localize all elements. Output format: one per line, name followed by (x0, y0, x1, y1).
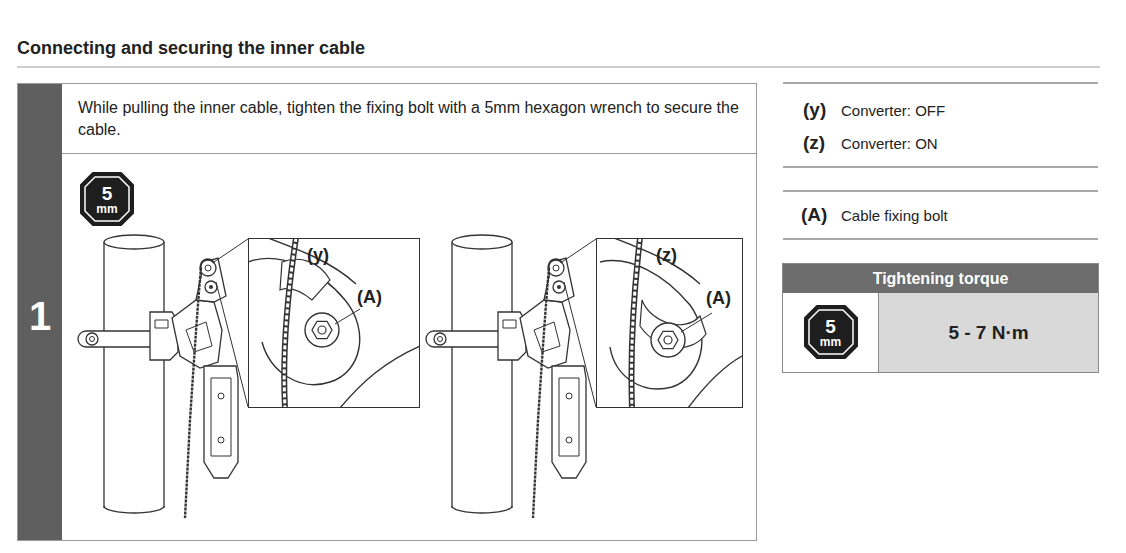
arm-outline (614, 239, 742, 407)
key-rule (783, 83, 1098, 84)
callout-label: (y) (307, 245, 329, 265)
detail-on (600, 239, 742, 407)
torque-table: Tightening torque 5 mm 5 - 7 N·m (782, 263, 1099, 373)
leader-line (681, 313, 712, 332)
bolt-head (312, 321, 332, 338)
front-derailleur-on (426, 235, 596, 518)
key-callout: (y) (803, 99, 826, 121)
bolt-washer (651, 323, 685, 357)
callout-label: (A) (706, 288, 731, 308)
icon-size-text: 5 mm (92, 184, 122, 215)
step-number: 1 (18, 296, 62, 336)
cable-strands (284, 239, 296, 407)
icon-rim (809, 310, 853, 354)
node-text: While pulling the inner cable, tighten t… (62, 84, 756, 151)
front-derailleur-off (78, 235, 248, 518)
inner-cable (631, 239, 640, 407)
node-text: Tightening torque (783, 264, 1098, 293)
inner-cable (284, 239, 296, 407)
icon-rim (85, 177, 129, 221)
leader-line (335, 309, 360, 324)
bolt-washer (305, 313, 339, 347)
step-panel: 1 While pulling the inner cable, tighten … (17, 83, 757, 541)
page-title: Connecting and securing the inner cable (17, 37, 365, 59)
bolt-head (658, 331, 678, 348)
callout-label: (A) (357, 287, 382, 307)
detail-off (249, 239, 419, 407)
key-rule (783, 239, 1098, 240)
arm-boss (249, 258, 360, 384)
icon-ground (81, 173, 133, 225)
key-text: Converter: OFF (841, 102, 945, 120)
torque-value-cell: 5 - 7 N·m (879, 293, 1098, 372)
icon-ground (805, 306, 857, 358)
node-text: 5 - 7 N·m (948, 321, 1028, 345)
title-rule (17, 67, 1100, 68)
key-callout: (z) (803, 132, 825, 154)
key-text: Converter: ON (841, 135, 938, 153)
bolt-socket (664, 336, 672, 344)
callout-label: (z) (656, 245, 677, 265)
bolt-socket (318, 326, 326, 334)
key-callout: (A) (801, 204, 827, 226)
icon-size-text: 5 mm (816, 317, 846, 348)
key-rule (783, 191, 1098, 192)
arm-outline (268, 239, 419, 407)
instruction-row: While pulling the inner cable, tighten t… (62, 84, 756, 154)
key-rule (783, 167, 1098, 168)
torque-header: Tightening torque (783, 264, 1098, 293)
tool-icon: 5 mm (80, 172, 134, 226)
detail-inset: (z) (A) (596, 238, 743, 408)
detail-inset: (y) (A) (248, 238, 420, 408)
torque-tool-cell: 5 mm (783, 293, 879, 372)
key-text: Cable fixing bolt (841, 207, 948, 225)
cable-strands (631, 239, 640, 407)
